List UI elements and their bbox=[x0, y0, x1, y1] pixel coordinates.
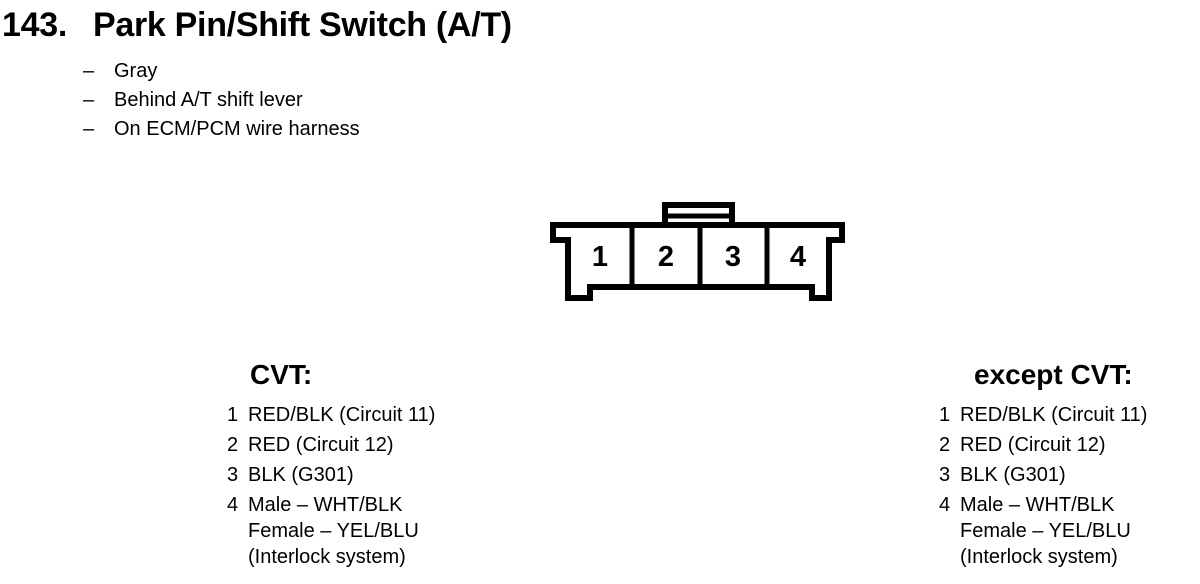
property-list: – Gray – Behind A/T shift lever – On ECM… bbox=[83, 57, 360, 144]
section-number: 143. bbox=[2, 6, 67, 44]
pinout-column-except-cvt: except CVT: 1 RED/BLK (Circuit 11) 2 RED… bbox=[939, 361, 1147, 574]
pin-number-1: 1 bbox=[592, 241, 608, 273]
bullet-text: On ECM/PCM wire harness bbox=[114, 118, 360, 140]
pinout-row: 2 RED (Circuit 12) bbox=[939, 432, 1147, 458]
pinout-wire-desc: BLK (G301) bbox=[960, 462, 1066, 488]
pinout-pin-number: 2 bbox=[227, 434, 239, 456]
wire-desc-line: Male – WHT/BLK bbox=[248, 494, 403, 516]
pinout-wire-desc: Male – WHT/BLK Female – YEL/BLU (Interlo… bbox=[960, 492, 1131, 570]
pinout-pin-number: 1 bbox=[227, 404, 239, 426]
wire-desc-line: (Interlock system) bbox=[248, 546, 406, 568]
bullet-text: Gray bbox=[114, 60, 158, 82]
bullet-line: – Gray bbox=[83, 57, 360, 86]
wire-desc-line: RED (Circuit 12) bbox=[960, 434, 1106, 456]
bullet-line: – On ECM/PCM wire harness bbox=[83, 115, 360, 144]
pinout-row: 1 RED/BLK (Circuit 11) bbox=[939, 402, 1147, 428]
pinout-wire-desc: Male – WHT/BLK Female – YEL/BLU (Interlo… bbox=[248, 492, 419, 570]
pinout-row: 1 RED/BLK (Circuit 11) bbox=[227, 402, 435, 428]
pin-number-4: 4 bbox=[790, 241, 806, 273]
pinout-wire-desc: RED/BLK (Circuit 11) bbox=[960, 402, 1147, 428]
pinout-pin-number: 3 bbox=[227, 464, 239, 486]
pinout-row: 3 BLK (G301) bbox=[939, 462, 1147, 488]
pinout-pin-number: 4 bbox=[227, 494, 239, 516]
bullet-dash: – bbox=[83, 89, 95, 111]
pinout-rows: 1 RED/BLK (Circuit 11) 2 RED (Circuit 12… bbox=[227, 402, 435, 570]
pinout-row: 3 BLK (G301) bbox=[227, 462, 435, 488]
pinout-wire-desc: RED (Circuit 12) bbox=[960, 432, 1106, 458]
wire-desc-line: BLK (G301) bbox=[248, 464, 354, 486]
bullet-dash: – bbox=[83, 60, 95, 82]
bullet-line: – Behind A/T shift lever bbox=[83, 86, 360, 115]
pinout-pin-number: 1 bbox=[939, 404, 951, 426]
pinout-pin-number: 4 bbox=[939, 494, 951, 516]
pin-number-3: 3 bbox=[725, 241, 741, 273]
section-title: 143. Park Pin/Shift Switch (A/T) bbox=[2, 8, 512, 42]
wire-desc-line: (Interlock system) bbox=[960, 546, 1118, 568]
pinout-heading: except CVT: bbox=[974, 359, 1133, 390]
pinout-wire-desc: BLK (G301) bbox=[248, 462, 354, 488]
wire-desc-line: Female – YEL/BLU bbox=[248, 520, 419, 542]
pinout-heading: CVT: bbox=[250, 359, 313, 390]
pinout-wire-desc: RED (Circuit 12) bbox=[248, 432, 394, 458]
pinout-row: 4 Male – WHT/BLK Female – YEL/BLU (Inter… bbox=[227, 492, 435, 570]
wire-desc-line: Male – WHT/BLK bbox=[960, 494, 1115, 516]
wire-desc-line: Female – YEL/BLU bbox=[960, 520, 1131, 542]
bullet-dash: – bbox=[83, 118, 95, 140]
pinout-rows: 1 RED/BLK (Circuit 11) 2 RED (Circuit 12… bbox=[939, 402, 1147, 570]
section-title-text: Park Pin/Shift Switch (A/T) bbox=[93, 6, 512, 44]
pinout-row: 4 Male – WHT/BLK Female – YEL/BLU (Inter… bbox=[939, 492, 1147, 570]
pinout-wire-desc: RED/BLK (Circuit 11) bbox=[248, 402, 435, 428]
pinout-pin-number: 3 bbox=[939, 464, 951, 486]
connector-diagram: 1 2 3 4 bbox=[550, 202, 845, 301]
pinout-column-cvt: CVT: 1 RED/BLK (Circuit 11) 2 RED (Circu… bbox=[227, 361, 435, 574]
wire-desc-line: RED/BLK (Circuit 11) bbox=[248, 404, 436, 426]
bullet-text: Behind A/T shift lever bbox=[114, 89, 303, 111]
wire-desc-line: RED (Circuit 12) bbox=[248, 434, 394, 456]
wire-desc-line: RED/BLK (Circuit 11) bbox=[960, 404, 1148, 426]
wire-desc-line: BLK (G301) bbox=[960, 464, 1066, 486]
pinout-pin-number: 2 bbox=[939, 434, 951, 456]
pinout-row: 2 RED (Circuit 12) bbox=[227, 432, 435, 458]
pin-number-2: 2 bbox=[658, 241, 674, 273]
